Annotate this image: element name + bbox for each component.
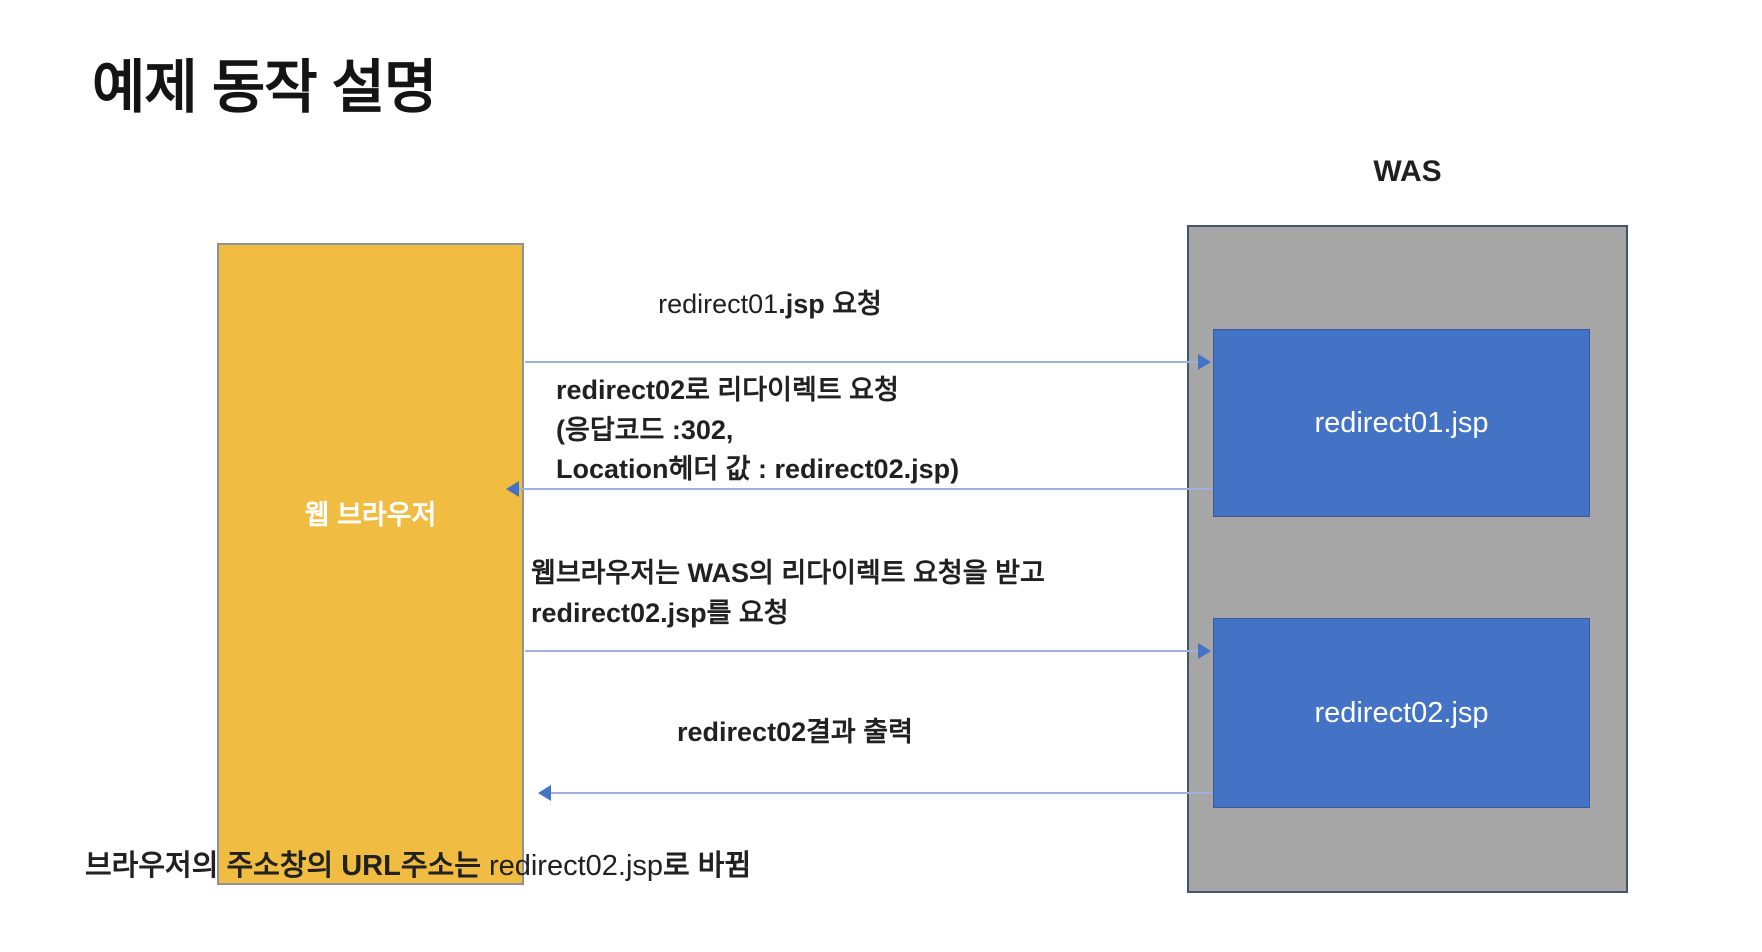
was-label: WAS bbox=[1373, 155, 1442, 188]
label-request-redirect01-file: redirect01 bbox=[658, 289, 779, 319]
note-url-change-tail: 로 바뀜 bbox=[663, 850, 752, 882]
label-redirect-response-line3: Location헤더 값 : redirect02.jsp) bbox=[556, 454, 960, 484]
arrow-shaft bbox=[525, 650, 1200, 652]
arrow-request-redirect02 bbox=[525, 643, 1211, 659]
arrow-request-redirect01 bbox=[525, 354, 1211, 370]
web-browser-label: 웹 브라우저 bbox=[304, 500, 437, 530]
arrowhead-left-icon bbox=[506, 481, 519, 497]
arrowhead-right-icon bbox=[1198, 643, 1211, 659]
label-request-redirect01: redirect01.jsp 요청 bbox=[560, 282, 980, 321]
note-url-change: 브라우저의 주소창의 URL주소는 redirect02.jsp로 바뀜 bbox=[85, 842, 751, 884]
label-response-output: redirect02결과 출력 bbox=[677, 717, 913, 747]
arrow-shaft bbox=[525, 361, 1200, 363]
label-redirect-response: redirect02로 리다이렉트 요청 (응답코드 :302, Locatio… bbox=[556, 371, 959, 490]
arrow-shaft bbox=[517, 488, 1213, 490]
label-request-redirect02: 웹브라우저는 WAS의 리다이렉트 요청을 받고 redirect02.jsp를… bbox=[531, 553, 1045, 633]
note-url-change-file: redirect02.jsp bbox=[488, 850, 664, 882]
page-title: 예제 동작 설명 bbox=[92, 55, 437, 120]
jsp-box-redirect01-label: redirect01.jsp bbox=[1314, 406, 1489, 439]
label-request-redirect02-line1: 웹브라우저는 WAS의 리다이렉트 요청을 받고 bbox=[531, 558, 1045, 588]
arrow-shaft bbox=[549, 792, 1213, 794]
label-request-redirect02-line2: redirect02.jsp를 요청 bbox=[531, 598, 789, 628]
label-redirect-response-line1: redirect02로 리다이렉트 요청 bbox=[556, 375, 899, 405]
web-browser-box: 웹 브라우저 bbox=[217, 243, 524, 885]
label-redirect-response-line2: (응답코드 :302, bbox=[556, 414, 734, 445]
arrowhead-right-icon bbox=[1198, 354, 1211, 370]
jsp-box-redirect02: redirect02.jsp bbox=[1213, 618, 1590, 808]
jsp-box-redirect02-label: redirect02.jsp bbox=[1314, 696, 1489, 729]
label-request-redirect01-action: .jsp 요청 bbox=[778, 289, 882, 319]
note-url-change-head: 브라우저의 주소창의 URL주소는 bbox=[85, 850, 489, 882]
jsp-box-redirect01: redirect01.jsp bbox=[1213, 329, 1590, 517]
arrow-response-output bbox=[538, 785, 1213, 801]
arrowhead-left-icon bbox=[538, 785, 551, 801]
arrow-redirect-response bbox=[506, 481, 1213, 497]
